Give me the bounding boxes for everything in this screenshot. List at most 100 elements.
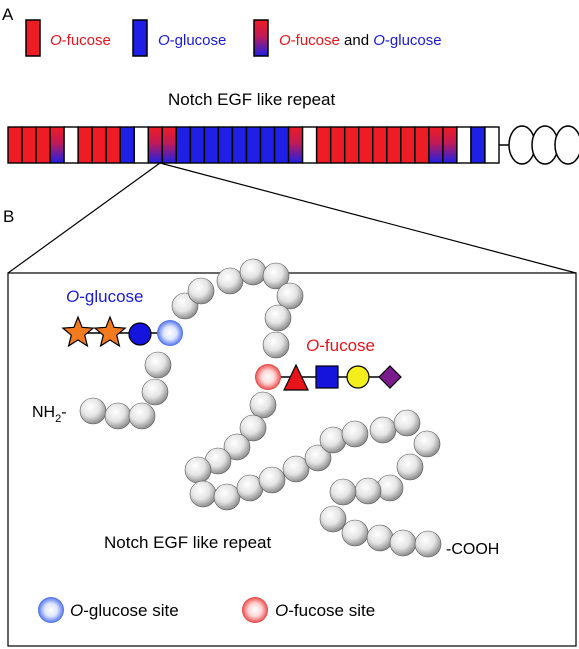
amino-acid-bead: [389, 529, 417, 557]
egf-repeat-bar: [7, 126, 500, 164]
amino-acid-bead: [369, 416, 397, 444]
fucose-segment: [414, 126, 430, 164]
star-icon: [61, 315, 95, 348]
panel-b-label: B: [3, 207, 14, 226]
fucose-segment: [105, 126, 121, 164]
domain-ellipse: [554, 125, 579, 165]
mixed-segment: [147, 126, 164, 164]
fucose-segment: [358, 126, 374, 164]
chain-label: Notch EGF like repeat: [104, 533, 272, 552]
amino-acid-bead: [413, 430, 441, 458]
fucose-site-legend-bead: [242, 597, 268, 623]
zoom-line-left: [7, 162, 161, 274]
panel-a-title: Notch EGF like repeat: [168, 90, 336, 109]
amino-acid-bead: [414, 530, 442, 558]
legend-both-label: O-fucose and O-glucose: [279, 32, 442, 49]
plain-segment: [133, 126, 149, 164]
glucose-segment: [470, 126, 486, 164]
glucose-segment: [203, 126, 220, 164]
amino-acid-bead: [216, 267, 244, 295]
legend-both-swatch: [253, 19, 269, 57]
star-icon: [93, 315, 127, 348]
amino-acid-bead: [329, 478, 357, 506]
legend-fucose-swatch: [25, 19, 41, 57]
square-icon: [315, 365, 339, 389]
mixed-segment: [442, 126, 458, 164]
amino-acid-bead: [366, 524, 394, 552]
fucose-segment: [91, 126, 107, 164]
diamond-icon: [378, 365, 402, 389]
n-terminus-label: NH2-: [32, 404, 67, 425]
mixed-segment: [428, 126, 444, 164]
glucose-site-legend-bead: [38, 597, 64, 623]
glucose-segment: [231, 126, 248, 164]
legend-fucose-label: O-fucose: [50, 32, 111, 49]
glucose-segment: [175, 126, 192, 164]
glucose-site-legend-label: O-glucose site: [70, 601, 179, 620]
amino-acid-bead: [187, 277, 215, 305]
mixed-segment: [49, 126, 65, 164]
domain-ellipse: [531, 125, 559, 165]
fucose-segment: [77, 126, 93, 164]
amino-acid-bead: [264, 304, 292, 332]
plain-segment: [63, 126, 79, 164]
amino-acid-bead: [262, 262, 290, 290]
amino-acid-bead: [341, 519, 369, 547]
glucose-segment: [119, 126, 135, 164]
fucose-segment: [315, 126, 332, 164]
protein-chain: [79, 258, 442, 558]
amino-acid-bead: [189, 480, 217, 508]
fucose-segment: [372, 126, 388, 164]
amino-acid-bead: [393, 409, 421, 437]
amino-acid-bead: [262, 331, 290, 359]
glucose-segment: [217, 126, 234, 164]
amino-acid-bead: [258, 466, 286, 494]
amino-acid-bead: [282, 455, 310, 483]
o-glucose-site-bead: [157, 320, 183, 346]
fucose-segment: [21, 126, 37, 164]
amino-acid-bead: [396, 453, 424, 481]
amino-acid-bead: [239, 414, 267, 442]
fucose-site-legend-label: O-fucose site: [275, 601, 375, 620]
amino-acid-bead: [128, 402, 156, 430]
plain-segment: [456, 126, 472, 164]
o-fucose-site-bead: [255, 364, 281, 390]
glucose-segment: [189, 126, 206, 164]
amino-acid-bead: [213, 483, 241, 511]
amino-acid-bead: [276, 282, 304, 310]
amino-acid-bead: [79, 397, 107, 425]
amino-acid-bead: [249, 391, 277, 419]
amino-acid-bead: [354, 477, 382, 505]
c-terminus-label: -COOH: [446, 541, 499, 558]
amino-acid-bead: [223, 433, 251, 461]
triangle-icon: [283, 363, 309, 391]
mixed-segment: [287, 126, 304, 164]
yellow-circle-icon: [346, 365, 370, 389]
legend-glucose-label: O-glucose: [158, 32, 226, 49]
glucose-circle-icon: [128, 322, 152, 346]
fucose-segment: [35, 126, 51, 164]
amino-acid-bead: [239, 258, 267, 286]
amino-acid-bead: [141, 378, 169, 406]
domain-ellipse: [508, 125, 536, 165]
plain-segment: [301, 126, 318, 164]
amino-acid-bead: [104, 402, 132, 430]
amino-acid-bead: [319, 505, 347, 533]
legend-glucose-swatch: [132, 19, 148, 57]
glucose-segment: [259, 126, 276, 164]
glucose-segment: [273, 126, 290, 164]
fucose-segment: [343, 126, 360, 164]
fucose-segment: [7, 126, 23, 164]
zoom-line-right: [159, 162, 577, 274]
amino-acid-bead: [144, 351, 172, 379]
fucose-segment: [400, 126, 416, 164]
amino-acid-bead: [184, 456, 212, 484]
amino-acid-bead: [341, 420, 369, 448]
o-glucose-label: O-glucose: [66, 287, 144, 306]
mixed-segment: [161, 126, 178, 164]
fucose-segment: [329, 126, 346, 164]
o-fucose-label: O-fucose: [306, 336, 375, 355]
panel-a-label: A: [2, 5, 14, 24]
